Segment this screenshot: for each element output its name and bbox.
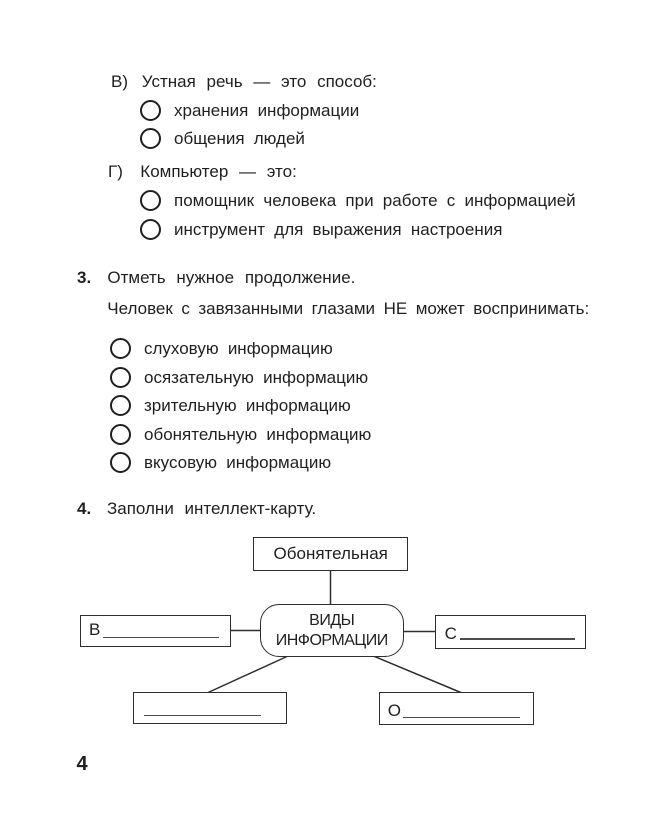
mindmap-top-box[interactable]: Обонятельная bbox=[253, 537, 409, 571]
question-3-option-1: слуховую информацию bbox=[110, 338, 333, 359]
radio-circle[interactable] bbox=[110, 338, 131, 359]
mindmap-center-line1: ВИДЫ bbox=[309, 611, 355, 629]
fill-in-blank[interactable] bbox=[144, 714, 261, 717]
question-g-option-1: помощник человека при работе с информаци… bbox=[140, 189, 576, 211]
radio-circle[interactable] bbox=[110, 452, 131, 474]
question-3-option-3: зрительную информацию bbox=[110, 395, 351, 417]
radio-circle[interactable] bbox=[140, 189, 161, 211]
option-label: осязательную информацию bbox=[144, 367, 369, 387]
option-label: помощник человека при работе с информаци… bbox=[174, 190, 576, 210]
radio-circle[interactable] bbox=[110, 423, 131, 445]
fill-in-blank[interactable] bbox=[102, 636, 219, 639]
question-3-header: 3. Отметь нужное продолжение. bbox=[77, 268, 355, 288]
question-g-option-2: инструмент для выражения настроения bbox=[140, 218, 503, 240]
radio-circle[interactable] bbox=[140, 99, 161, 121]
mindmap-right-box[interactable]: С bbox=[435, 614, 586, 649]
fill-in-blank[interactable] bbox=[459, 638, 575, 640]
question-4-number: 4. bbox=[77, 499, 92, 519]
question-g-prompt: Компьютер — это: bbox=[140, 161, 297, 181]
mindmap-bottom-right-prefix: О bbox=[387, 701, 402, 721]
mindmap-left-box[interactable]: В bbox=[80, 615, 231, 647]
option-label: слуховую информацию bbox=[144, 339, 333, 358]
page-number: 4 bbox=[76, 753, 88, 776]
question-v-label: В) bbox=[111, 71, 128, 91]
question-v-option-1: хранения информации bbox=[140, 99, 360, 121]
option-label: хранения информации bbox=[174, 100, 360, 120]
radio-circle[interactable] bbox=[110, 395, 131, 417]
question-v-prompt: Устная речь — это способ: bbox=[141, 71, 377, 91]
option-label: обонятельную информацию bbox=[144, 424, 372, 444]
mindmap-bottom-right-box[interactable]: О bbox=[379, 691, 534, 725]
question-3-number: 3. bbox=[77, 268, 92, 288]
option-label: общения людей bbox=[174, 128, 305, 148]
question-g-label: Г) bbox=[108, 161, 123, 181]
question-v-option-2: общения людей bbox=[140, 127, 305, 149]
option-label: инструмент для выражения настроения bbox=[174, 219, 503, 239]
mindmap-right-prefix: С bbox=[444, 623, 457, 643]
question-4-header: 4. Заполни интеллект-карту. bbox=[77, 499, 316, 519]
fill-in-blank[interactable] bbox=[402, 716, 520, 718]
question-3-option-5: вкусовую информацию bbox=[110, 452, 332, 474]
mindmap-bottom-left-box[interactable] bbox=[132, 691, 287, 724]
question-3-subprompt: Человек с завязанными глазами НЕ может в… bbox=[107, 299, 590, 319]
mindmap-connectors bbox=[206, 570, 463, 694]
connector-bottom-left bbox=[206, 655, 289, 694]
question-g-header: Г) Компьютер — это: bbox=[108, 162, 297, 182]
question-v-header: В) Устная речь — это способ: bbox=[111, 72, 377, 92]
question-3-option-4: обонятельную информацию bbox=[110, 423, 372, 445]
mindmap-center-line2: ИНФОРМАЦИИ bbox=[275, 631, 389, 649]
mindmap-left-prefix: В bbox=[89, 620, 101, 640]
mindmap-center-node: ВИДЫ ИНФОРМАЦИИ bbox=[260, 604, 404, 657]
radio-circle[interactable] bbox=[110, 366, 131, 388]
question-3-option-2: осязательную информацию bbox=[110, 366, 369, 388]
option-label: зрительную информацию bbox=[144, 396, 351, 416]
radio-circle[interactable] bbox=[140, 218, 161, 240]
connector-bottom-right bbox=[373, 655, 463, 694]
question-3-prompt: Отметь нужное продолжение. bbox=[107, 268, 356, 288]
question-4-prompt: Заполни интеллект-карту. bbox=[107, 499, 317, 519]
radio-circle[interactable] bbox=[140, 127, 161, 149]
option-label: вкусовую информацию bbox=[144, 453, 332, 473]
mindmap-top-label: Обонятельная bbox=[273, 544, 388, 564]
